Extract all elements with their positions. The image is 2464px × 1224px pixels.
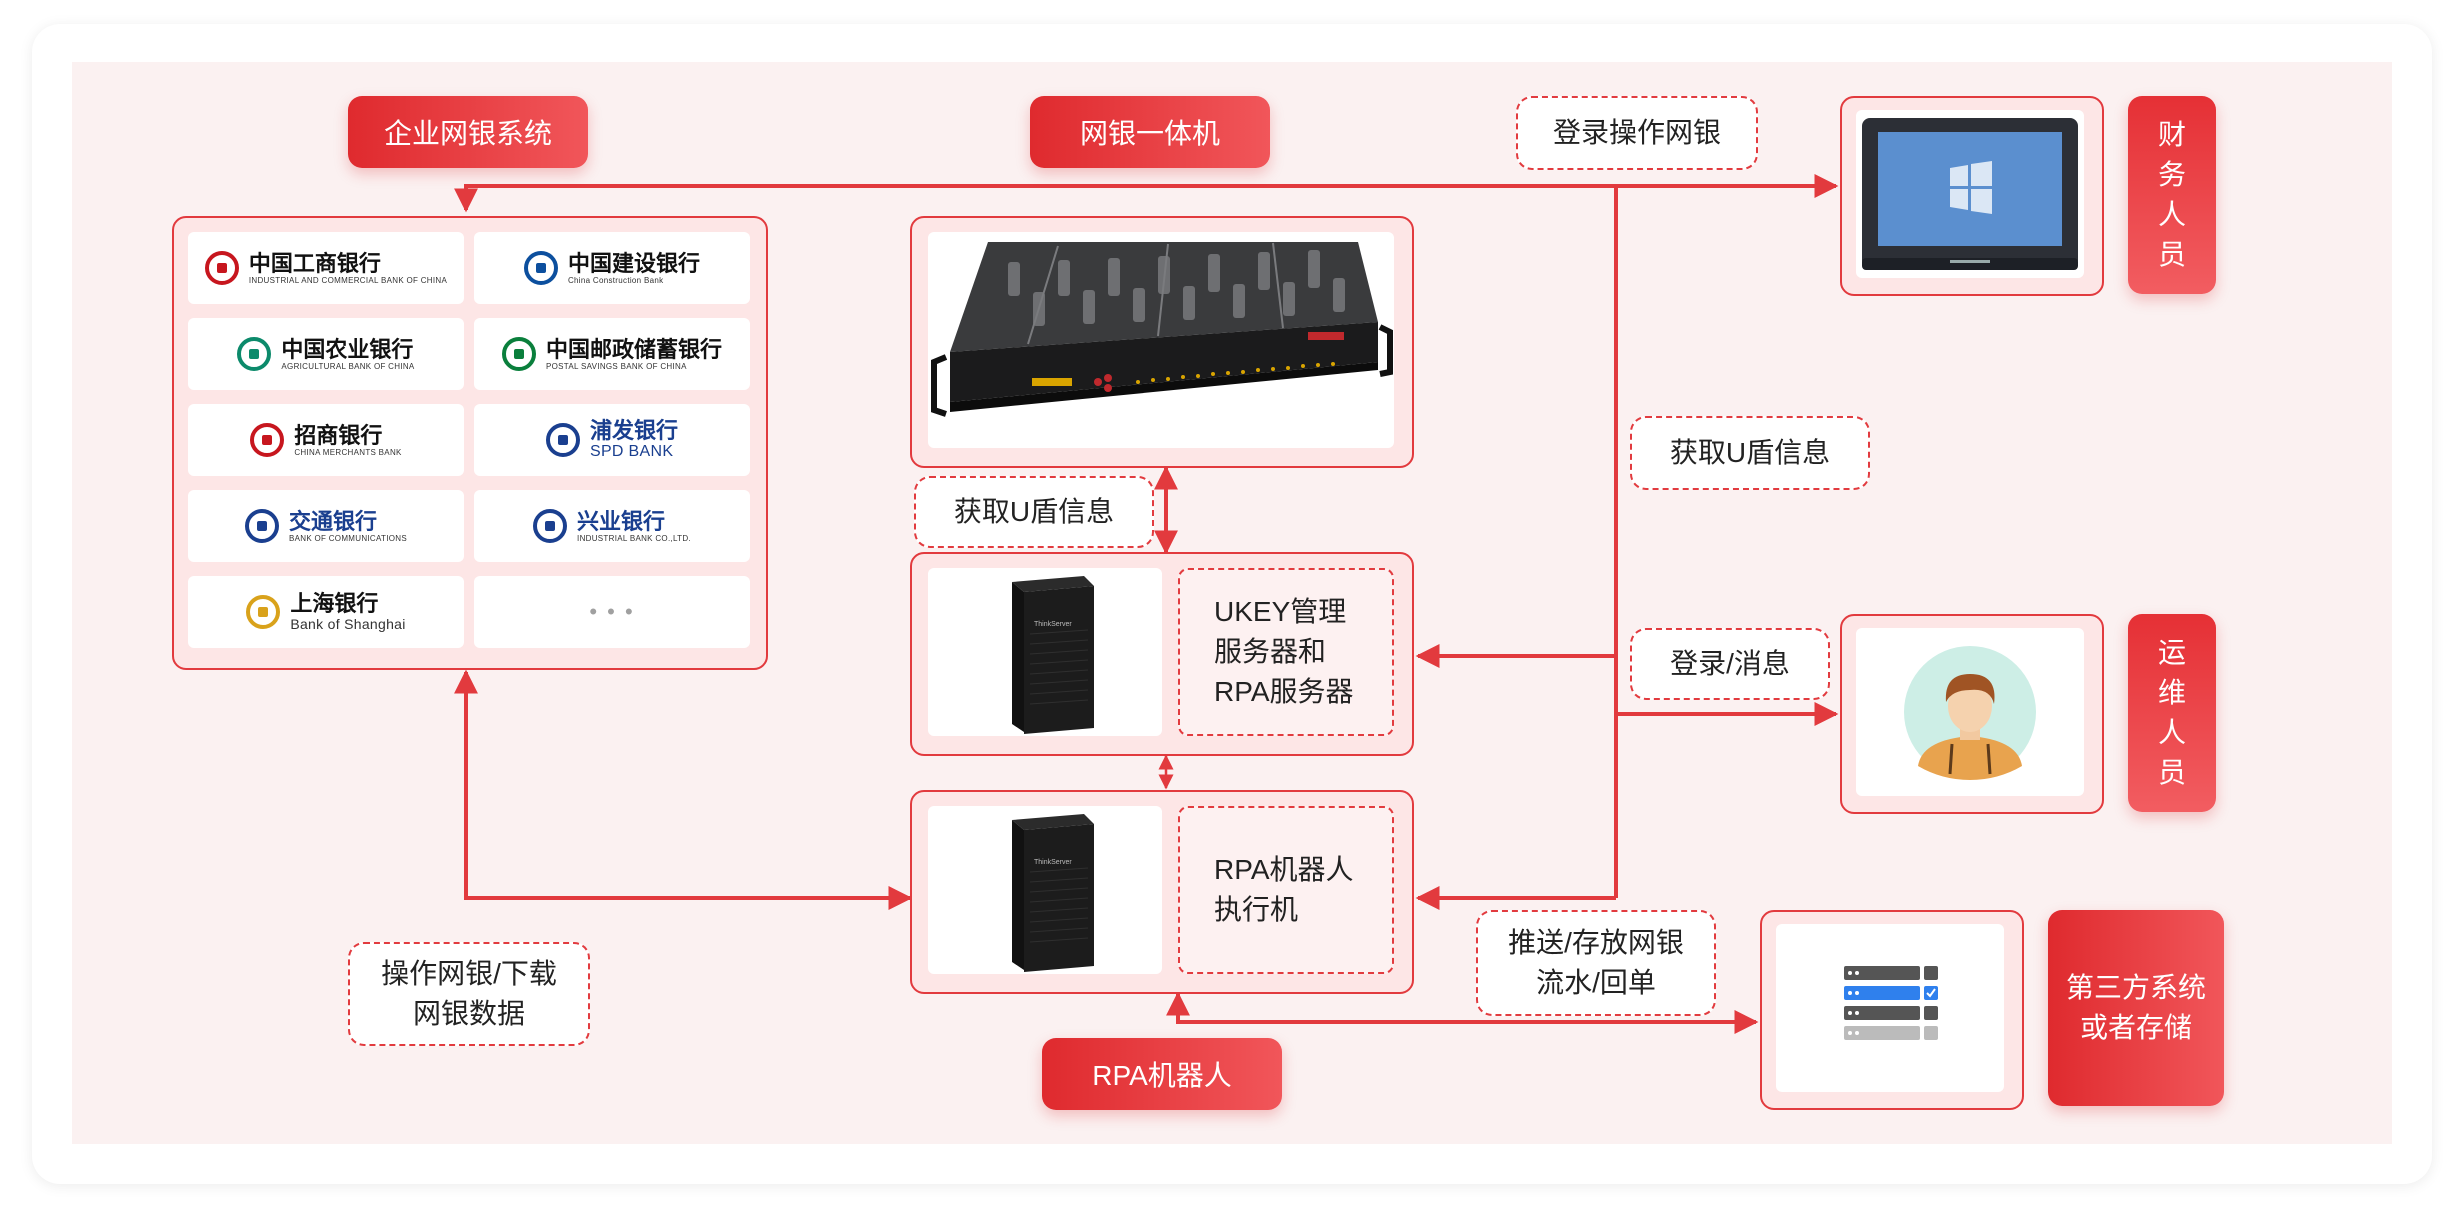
bank-emblem-icon <box>523 251 558 285</box>
ukey-server-text-box: UKEY管理 服务器和 RPA服务器 <box>1178 568 1394 736</box>
bank-name-en: CHINA MERCHANTS BANK <box>294 447 402 457</box>
third-party-line-1: 第三方系统 <box>2065 972 2206 1003</box>
bank-name-en: SPD BANK <box>589 443 674 460</box>
rpa-executor-image: ThinkServer <box>928 806 1162 974</box>
get-ukey-mid-text: 获取U盾信息 <box>953 496 1115 527</box>
login-message-text: 登录/消息 <box>1670 648 1790 679</box>
finance-staff-char-1: 财 <box>2157 119 2186 150</box>
bank-name: 中国邮政储蓄银行 <box>545 336 722 363</box>
tower-server-icon: ThinkServer <box>1012 576 1094 734</box>
bank-name: 兴业银行 <box>577 508 666 535</box>
operate-download-line-1: 操作网银/下载 <box>381 958 557 989</box>
bank-name-en: INDUSTRIAL BANK CO.,LTD. <box>577 533 691 543</box>
ops-staff-char-3: 人 <box>2157 717 2186 748</box>
push-store-line-1: 推送/存放网银 <box>1508 927 1684 958</box>
brand-badge-1: ThinkServer <box>1034 621 1072 628</box>
finance-staff-char-4: 员 <box>2157 239 2186 270</box>
push-store-line-2: 流水/回单 <box>1536 967 1656 998</box>
rpa-robot-label: RPA机器人 <box>1042 1038 1282 1110</box>
bank-emblem-icon <box>545 423 580 457</box>
rpa-robot-label-text: RPA机器人 <box>1092 1060 1232 1091</box>
get-ukey-note-mid: 获取U盾信息 <box>914 476 1154 548</box>
laptop-icon <box>1862 118 2078 270</box>
third-party-card <box>1776 924 2004 1092</box>
finance-staff-char-2: 务 <box>2157 159 2186 190</box>
ops-staff-label: 运 维 人 员 <box>2128 614 2216 812</box>
third-party-label: 第三方系统 或者存储 <box>2048 910 2224 1106</box>
finance-staff-char-3: 人 <box>2157 199 2186 230</box>
bank-name: 浦发银行 <box>589 418 678 444</box>
more-banks: • • • <box>474 576 750 648</box>
login-operate-note: 登录操作网银 <box>1516 96 1758 170</box>
get-ukey-note-right: 获取U盾信息 <box>1630 416 1870 490</box>
login-operate-text: 登录操作网银 <box>1552 117 1721 148</box>
appliance-image <box>928 232 1394 448</box>
bank-emblem-icon <box>533 509 568 543</box>
rack-appliance-icon <box>931 242 1393 417</box>
person-avatar-icon <box>1904 646 2036 780</box>
rpa-executor-line-2: 执行机 <box>1214 894 1299 925</box>
bank-name-en: POSTAL SAVINGS BANK OF CHINA <box>545 361 687 371</box>
bank-emblem-icon <box>244 509 279 543</box>
bank-emblem-icon <box>204 251 239 285</box>
line-bank-to-executor <box>454 669 913 910</box>
bank-emblem-icon <box>501 337 536 371</box>
windows-icon <box>1950 161 1992 214</box>
bank-emblem-icon <box>246 595 281 629</box>
ukey-server-line-3: RPA服务器 <box>1214 676 1354 707</box>
operate-download-line-2: 网银数据 <box>412 998 525 1029</box>
bank-name: 交通银行 <box>288 508 377 535</box>
enterprise-bank-label-text: 企业网银系统 <box>383 118 552 149</box>
bank-name: 中国工商银行 <box>248 250 381 277</box>
more-banks-text: • • • <box>589 599 635 624</box>
bank-name: 中国建设银行 <box>567 250 700 277</box>
bank-name-en: BANK OF COMMUNICATIONS <box>288 533 407 543</box>
line-bank-to-finance <box>454 174 1839 213</box>
bank-name-en: AGRICULTURAL BANK OF CHINA <box>281 361 415 371</box>
ukey-server-line-2: 服务器和 <box>1214 636 1327 667</box>
bank-all-in-one-label-text: 网银一体机 <box>1079 118 1220 149</box>
database-list-icon <box>1844 966 1938 1040</box>
bank-name: 上海银行 <box>290 591 379 617</box>
bank-all-in-one-label: 网银一体机 <box>1030 96 1270 168</box>
bank-name: 招商银行 <box>294 422 383 449</box>
third-party-line-2: 或者存储 <box>2079 1012 2192 1043</box>
ukey-server-line-1: UKEY管理 <box>1214 596 1347 627</box>
push-store-note: 推送/存放网银 流水/回单 <box>1476 910 1716 1016</box>
bank-name-en: Bank of Shanghai <box>290 616 406 632</box>
brand-badge-2: ThinkServer <box>1034 859 1072 866</box>
bank-emblem-icon <box>250 423 285 457</box>
ops-avatar-card <box>1856 628 2084 796</box>
ops-staff-char-4: 员 <box>2157 757 2186 788</box>
get-ukey-right-text: 获取U盾信息 <box>1669 437 1831 468</box>
rpa-executor-line-1: RPA机器人 <box>1214 854 1354 885</box>
finance-staff-label: 财 务 人 员 <box>2128 96 2216 294</box>
line-executor-to-third-party <box>1166 991 1759 1034</box>
operate-download-note: 操作网银/下载 网银数据 <box>348 942 590 1046</box>
bank-emblem-icon <box>237 337 272 371</box>
ukey-server-image: ThinkServer <box>928 568 1162 736</box>
tower-server-icon: ThinkServer <box>1012 814 1094 972</box>
login-message-note: 登录/消息 <box>1630 628 1830 700</box>
finance-laptop-card <box>1856 110 2084 278</box>
bank-name: 中国农业银行 <box>281 336 414 363</box>
enterprise-bank-label: 企业网银系统 <box>348 96 588 168</box>
rpa-executor-text-box: RPA机器人 执行机 <box>1178 806 1394 974</box>
bank-name-en: China Construction Bank <box>567 275 664 285</box>
ops-staff-char-1: 运 <box>2157 637 2186 668</box>
ops-staff-char-2: 维 <box>2157 677 2186 708</box>
bank-name-en: INDUSTRIAL AND COMMERCIAL BANK OF CHINA <box>248 275 448 285</box>
